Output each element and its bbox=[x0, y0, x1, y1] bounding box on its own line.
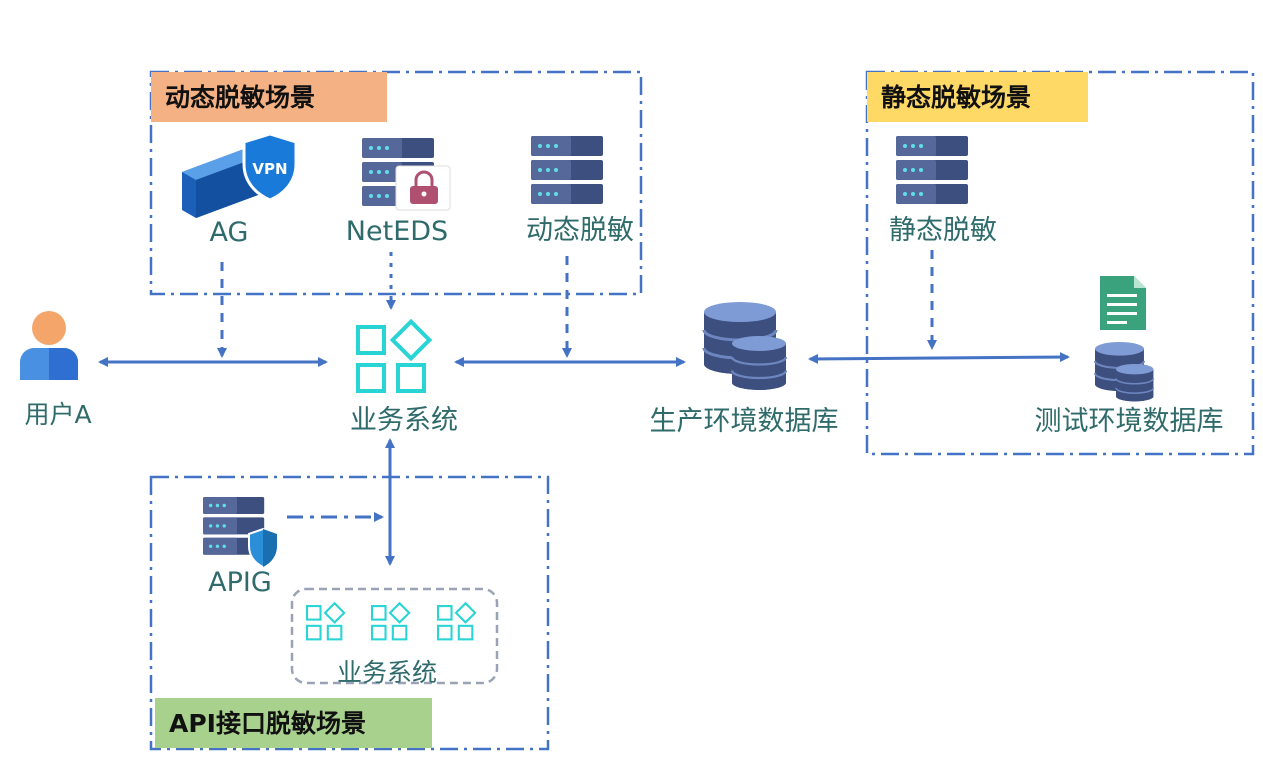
dynamic-scene-tag-bg bbox=[151, 72, 387, 122]
document-icon bbox=[1100, 276, 1146, 330]
production-test-arrow bbox=[808, 352, 1070, 364]
dynamic-masking-label: 动态脱敏 bbox=[526, 215, 634, 246]
business-system-icon-1 bbox=[305, 602, 346, 641]
production-database-icon bbox=[702, 300, 788, 392]
api-scene-frame bbox=[149, 475, 550, 751]
ag-label: AG bbox=[210, 217, 249, 248]
test-db-label: 测试环境数据库 bbox=[1035, 406, 1224, 437]
static-scene-tag-bg bbox=[867, 72, 1088, 122]
apig-label: APIG bbox=[208, 567, 272, 598]
business-system-icon-2 bbox=[370, 602, 411, 641]
neteds-label: NetEDS bbox=[346, 216, 448, 247]
dynamic-scene-frame bbox=[149, 70, 643, 296]
lock-icon bbox=[395, 165, 451, 211]
static-masking-label: 静态脱敏 bbox=[889, 215, 997, 246]
static-scene-title: 静态脱敏场景 bbox=[881, 83, 1031, 112]
user-label: 用户A bbox=[24, 400, 91, 429]
production-db-label: 生产环境数据库 bbox=[650, 406, 839, 437]
static-scene-frame bbox=[865, 70, 1255, 456]
business-systems-group-label: 业务系统 bbox=[337, 658, 437, 687]
vpn-gateway-icon: VPN bbox=[182, 132, 298, 218]
business-system-label: 业务系统 bbox=[350, 405, 458, 436]
shield-icon bbox=[248, 527, 278, 569]
dynamic-masking-server-icon bbox=[531, 136, 603, 204]
vpn-shield-label: VPN bbox=[252, 160, 287, 178]
user-icon bbox=[20, 311, 78, 380]
static-masking-server-icon bbox=[896, 136, 968, 204]
test-database-icon bbox=[1093, 340, 1155, 403]
dynamic-scene-title: 动态脱敏场景 bbox=[165, 83, 315, 112]
api-scene-tag-bg bbox=[155, 698, 432, 748]
business-system-icon-3 bbox=[436, 602, 477, 641]
api-scene-title: API接口脱敏场景 bbox=[169, 709, 366, 738]
business-system-icon bbox=[356, 319, 432, 393]
